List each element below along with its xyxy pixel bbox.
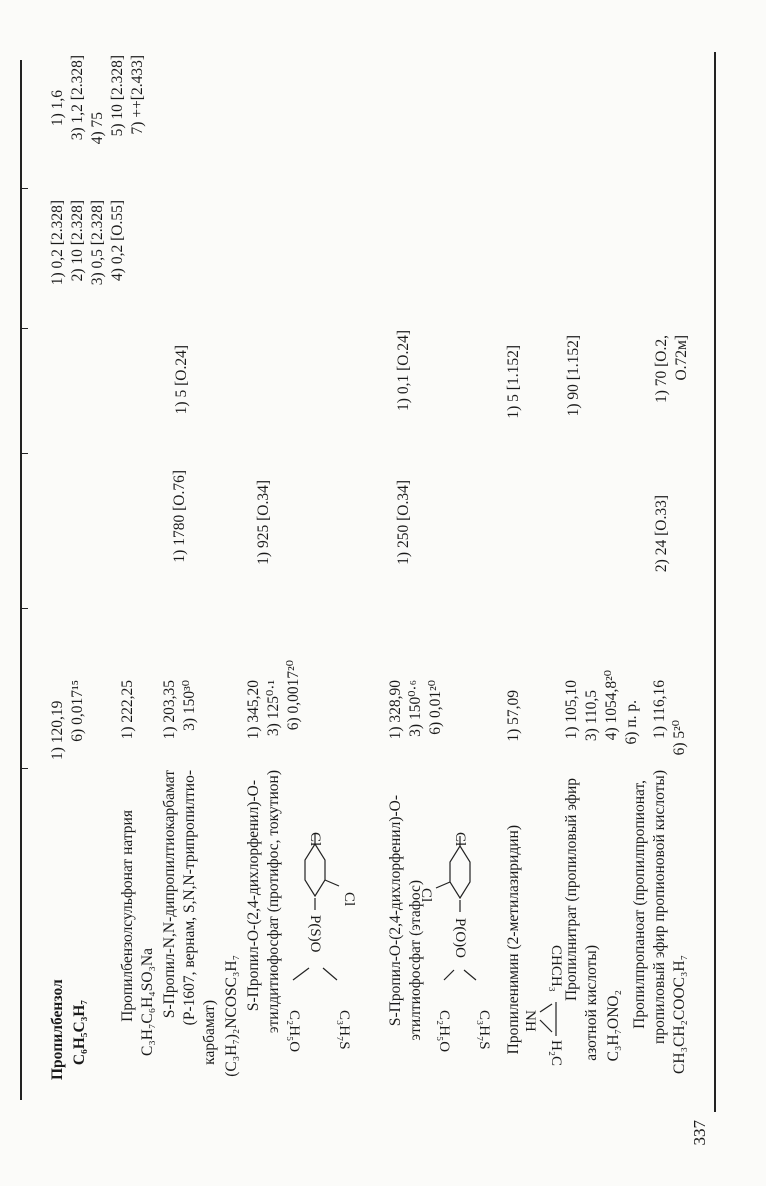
r4-cl1: Cl [341, 892, 357, 906]
r7-prop-4: 6) п. р. [623, 700, 640, 745]
r6-nh: NH [522, 1010, 538, 1032]
r1-name: Пропилбензол [48, 900, 67, 1080]
col-sep-a [20, 768, 28, 770]
r4-name-l1: S-Пропил-O-(2,4-дихлорфенил)-O- [245, 780, 262, 1012]
r1-prop-1: 1) 120,19 [49, 700, 66, 760]
r5-c3: 1) 250 [O.34] [395, 480, 412, 565]
r3-name-l3: карбамат) [201, 1000, 218, 1065]
r2-formula: C₃H₇C₆H₄SO₃Na [139, 948, 156, 1056]
col-sep-e [20, 188, 28, 190]
r6-structure-svg: H₂C CHCH₃ NH [522, 945, 564, 1066]
r4-prop-2: 3) 125⁰·¹ [265, 680, 282, 737]
r5-prop-1: 1) 328,90 [387, 680, 404, 740]
r7-prop-3: 4) 1054,8²⁰ [603, 670, 620, 741]
r4-prop-3: 6) 0,0017²⁰ [285, 660, 302, 731]
r5-c4: 1) 0,1 [O.24] [395, 330, 412, 411]
r7-c4: 1) 90 [1.152] [565, 335, 582, 417]
r3-prop-1: 1) 203,35 [161, 680, 178, 740]
r5-structure: C₃H₇S C₂H₅O P(O)O Cl Cl [418, 830, 498, 1075]
r8-formula: CH₃CH₂COOC₃H₇ [671, 955, 688, 1074]
r6-structure: H₂C CHCH₃ NH [520, 940, 570, 1080]
r7-formula: C₃H₇ONO₂ [605, 990, 622, 1062]
r5-cl1: Cl [418, 888, 434, 902]
r7-prop-1: 1) 105,10 [563, 680, 580, 740]
r4-pso: P(S)O [307, 915, 323, 953]
page-number-v: 337 [690, 1120, 709, 1146]
r2-c5-3: 3) 0,5 [2.328] [89, 200, 106, 286]
r3-name-l1: S-Пропил-N,N-дипропилтиокарбамат [161, 770, 178, 1019]
r5-poo: P(O)O [452, 918, 468, 958]
r1-c6-1: 1) 1,6 [49, 90, 66, 127]
r2-prop-1: 1) 222,25 [119, 680, 136, 740]
r1-formula: C₆H₅C₃H₇ [71, 1000, 88, 1066]
r4-c3: 1) 925 [O.34] [255, 480, 272, 565]
r8-prop-2: 6) 5²⁰ [671, 720, 688, 756]
r5-cl2: Cl [452, 832, 468, 846]
r1-c6-4: 5) 10 [2.328] [109, 55, 126, 137]
r4-structure: C₃H₇S C₂H₅O P(S)O Cl Cl [280, 830, 375, 1075]
r1-name-l1: Пропилбензол [49, 979, 66, 1080]
r2-c5-1: 1) 0,2 [2.328] [49, 200, 66, 286]
r3-name-l2: (Р-1607, вернам, S,N,N-трипропилтио- [181, 770, 198, 1026]
r5-name-l1: S-Пропил-O-(2,4-дихлорфенил)-O- [387, 795, 404, 1027]
r5-c3h7s: C₃H₇S [476, 1010, 492, 1050]
r5-prop-3: 6) 0,01²⁰ [427, 680, 444, 735]
r6-c4: 1) 5 [1.152] [505, 345, 522, 419]
r1-prop-2: 6) 0,017¹⁵ [69, 680, 86, 742]
r4-prop-1: 1) 345,20 [245, 680, 262, 740]
r3-c3: 1) 1780 [O.76] [171, 470, 188, 563]
r8-name-l2: пропиловый эфир пропионовой кислоты) [651, 770, 668, 1044]
r3-c4: 1) 5 [O.24] [173, 345, 190, 415]
r4-structure-svg: C₃H₇S C₂H₅O P(S)O Cl Cl [286, 832, 357, 1052]
col-sep-b [20, 608, 28, 610]
r5-prop-2: 3) 150⁰·⁶ [407, 680, 424, 737]
r7-name-l2: азотной кислоты) [583, 945, 600, 1061]
r7-prop-2: 3) 110,5 [583, 690, 600, 742]
r1-props: 1) 120,19 [48, 680, 67, 760]
col-sep-c [20, 453, 28, 455]
rule-right [714, 52, 716, 1112]
r6-chch3: CHCH₃ [548, 945, 564, 992]
r6-h2c: H₂C [548, 1040, 564, 1066]
r8-prop-1: 1) 116,16 [651, 680, 668, 739]
r8-name-l1: Пропилпропаноат (пропилпропионат, [631, 780, 648, 1029]
r7-name-l1: Пропилнитрат (пропиловый эфир [563, 778, 580, 1002]
r4-cl2: Cl [307, 832, 323, 846]
rule-left [20, 60, 22, 1100]
r5-c2h5o: C₂H₅O [436, 1010, 452, 1052]
r1-c6-5: 7) ++[2.433] [129, 55, 146, 135]
r2-c5-4: 4) 0,2 [O.55] [109, 200, 126, 281]
col-sep-d [20, 328, 28, 330]
r3-prop-2: 3) 150³⁰ [181, 680, 198, 731]
r5-structure-svg: C₃H₇S C₂H₅O P(O)O Cl Cl [418, 832, 492, 1052]
r8-c3: 2) 24 [O.33] [653, 495, 670, 573]
r2-name: Пропилбензолсульфонат натрия [119, 810, 136, 1022]
r8-c4b: O.72м] [673, 335, 690, 381]
r1-c6-3: 4) 75 [89, 112, 106, 145]
r4-c2h5o: C₂H₅O [286, 1010, 302, 1052]
r6-prop-1: 1) 57,09 [505, 690, 522, 742]
r8-c4: 1) 70 [O.2, [653, 335, 670, 404]
r3-formula: (C₃H₇)₂NCOSC₃H₇ [223, 955, 240, 1077]
r4-c3h7s: C₃H₇S [336, 1010, 352, 1050]
r1-c6-2: 3) 1,2 [2.328] [69, 55, 86, 141]
r2-c5-2: 2) 10 [2.328] [69, 200, 86, 282]
